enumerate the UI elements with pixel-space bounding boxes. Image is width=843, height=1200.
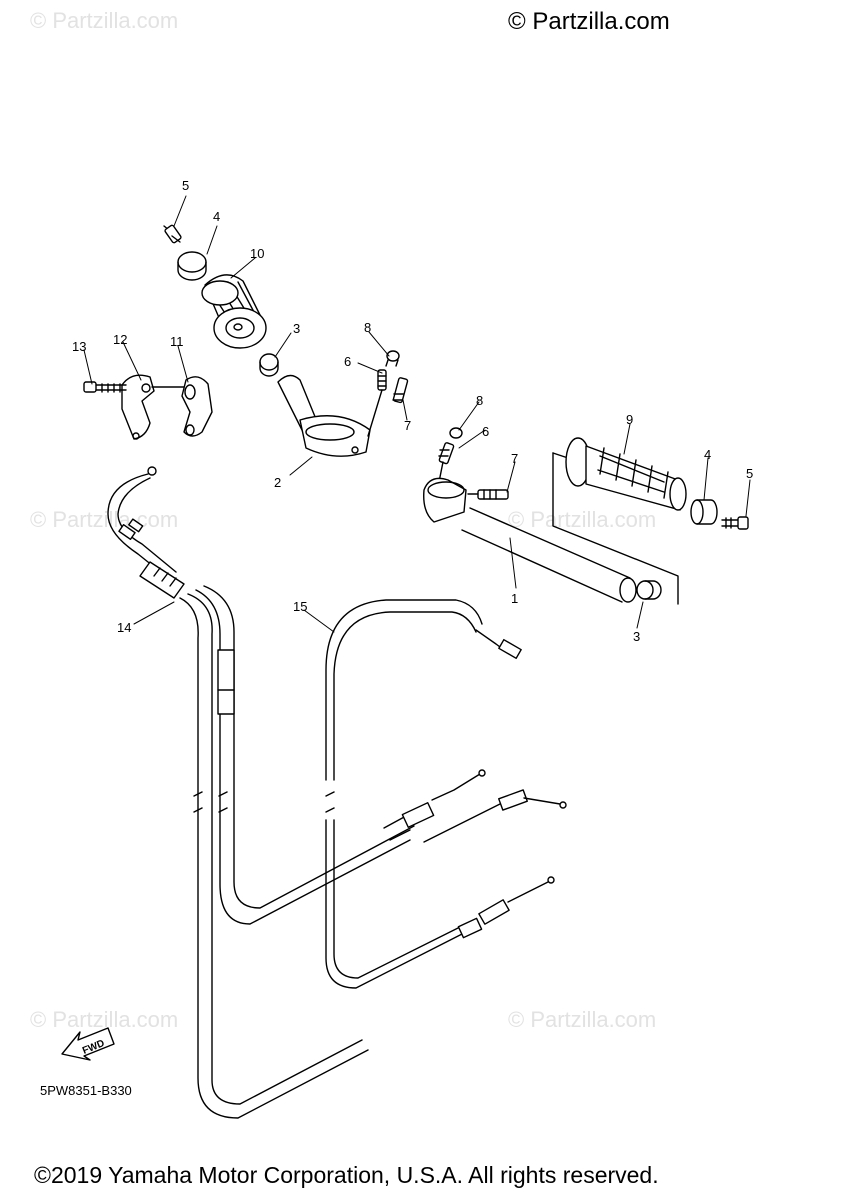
- holder-11: [181, 376, 213, 437]
- cable-end-14-upper: [383, 769, 567, 843]
- callout-15: 15: [293, 599, 308, 614]
- callout-13: 13: [72, 339, 87, 354]
- collar-3-lower: [636, 580, 662, 600]
- watermark: © Partzilla.com: [30, 8, 179, 33]
- callout-5: 5: [746, 466, 754, 481]
- watermark: © Partzilla.com: [30, 1007, 179, 1032]
- bolt-7-upper: [392, 377, 409, 404]
- bar-end-weight-4-right: [690, 499, 718, 525]
- holder-12: [121, 374, 155, 440]
- handlebar-2-left: [277, 374, 371, 457]
- clutch-cable-15: [325, 599, 555, 989]
- bolt-5-left: [163, 224, 182, 244]
- bolt-6-lower: [438, 442, 455, 483]
- bolt-6-upper: [367, 369, 387, 437]
- diagram-code: 5PW8351-B330: [40, 1083, 132, 1098]
- break-marks: [193, 791, 335, 813]
- bracket-line: [552, 452, 679, 605]
- callout-8: 8: [364, 320, 372, 335]
- callout-7: 7: [404, 418, 412, 433]
- callout-14: 14: [117, 620, 132, 635]
- callout-11: 11: [170, 334, 184, 349]
- callout-2: 2: [274, 475, 282, 490]
- bolt-7-lower: [467, 489, 509, 500]
- callout-5: 5: [182, 178, 190, 193]
- watermark: © Partzilla.com: [508, 507, 657, 532]
- callout-3: 3: [633, 629, 641, 644]
- callout-10: 10: [250, 246, 265, 261]
- screw-8-upper: [385, 350, 400, 367]
- callout-8: 8: [476, 393, 484, 408]
- collar-3-upper: [259, 353, 279, 377]
- handlebar-1-right: [423, 477, 637, 603]
- bar-end-weight-4-left: [177, 251, 207, 281]
- bolt-13: [83, 381, 127, 393]
- bolt-5-right: [721, 516, 749, 530]
- footer-copyright: ©2019 Yamaha Motor Corporation, U.S.A. A…: [34, 1162, 659, 1188]
- callout-leaders: [83, 195, 751, 633]
- callout-9: 9: [626, 412, 634, 427]
- throttle-grip-10: [201, 274, 267, 349]
- callout-6: 6: [482, 424, 490, 439]
- throttle-cable-14: [107, 466, 415, 1119]
- callout-12: 12: [113, 332, 128, 347]
- grip-9: [565, 437, 687, 511]
- callout-3: 3: [293, 321, 301, 336]
- callout-7: 7: [511, 451, 519, 466]
- callout-6: 6: [344, 354, 352, 369]
- watermark: © Partzilla.com: [30, 507, 179, 532]
- header-brand: © Partzilla.com: [508, 8, 670, 35]
- watermark: © Partzilla.com: [508, 1007, 657, 1032]
- callout-1: 1: [511, 591, 519, 606]
- callout-4: 4: [704, 447, 712, 462]
- callout-4: 4: [213, 209, 221, 224]
- fwd-arrow: FWD: [61, 1027, 115, 1061]
- screw-8-lower: [449, 427, 463, 439]
